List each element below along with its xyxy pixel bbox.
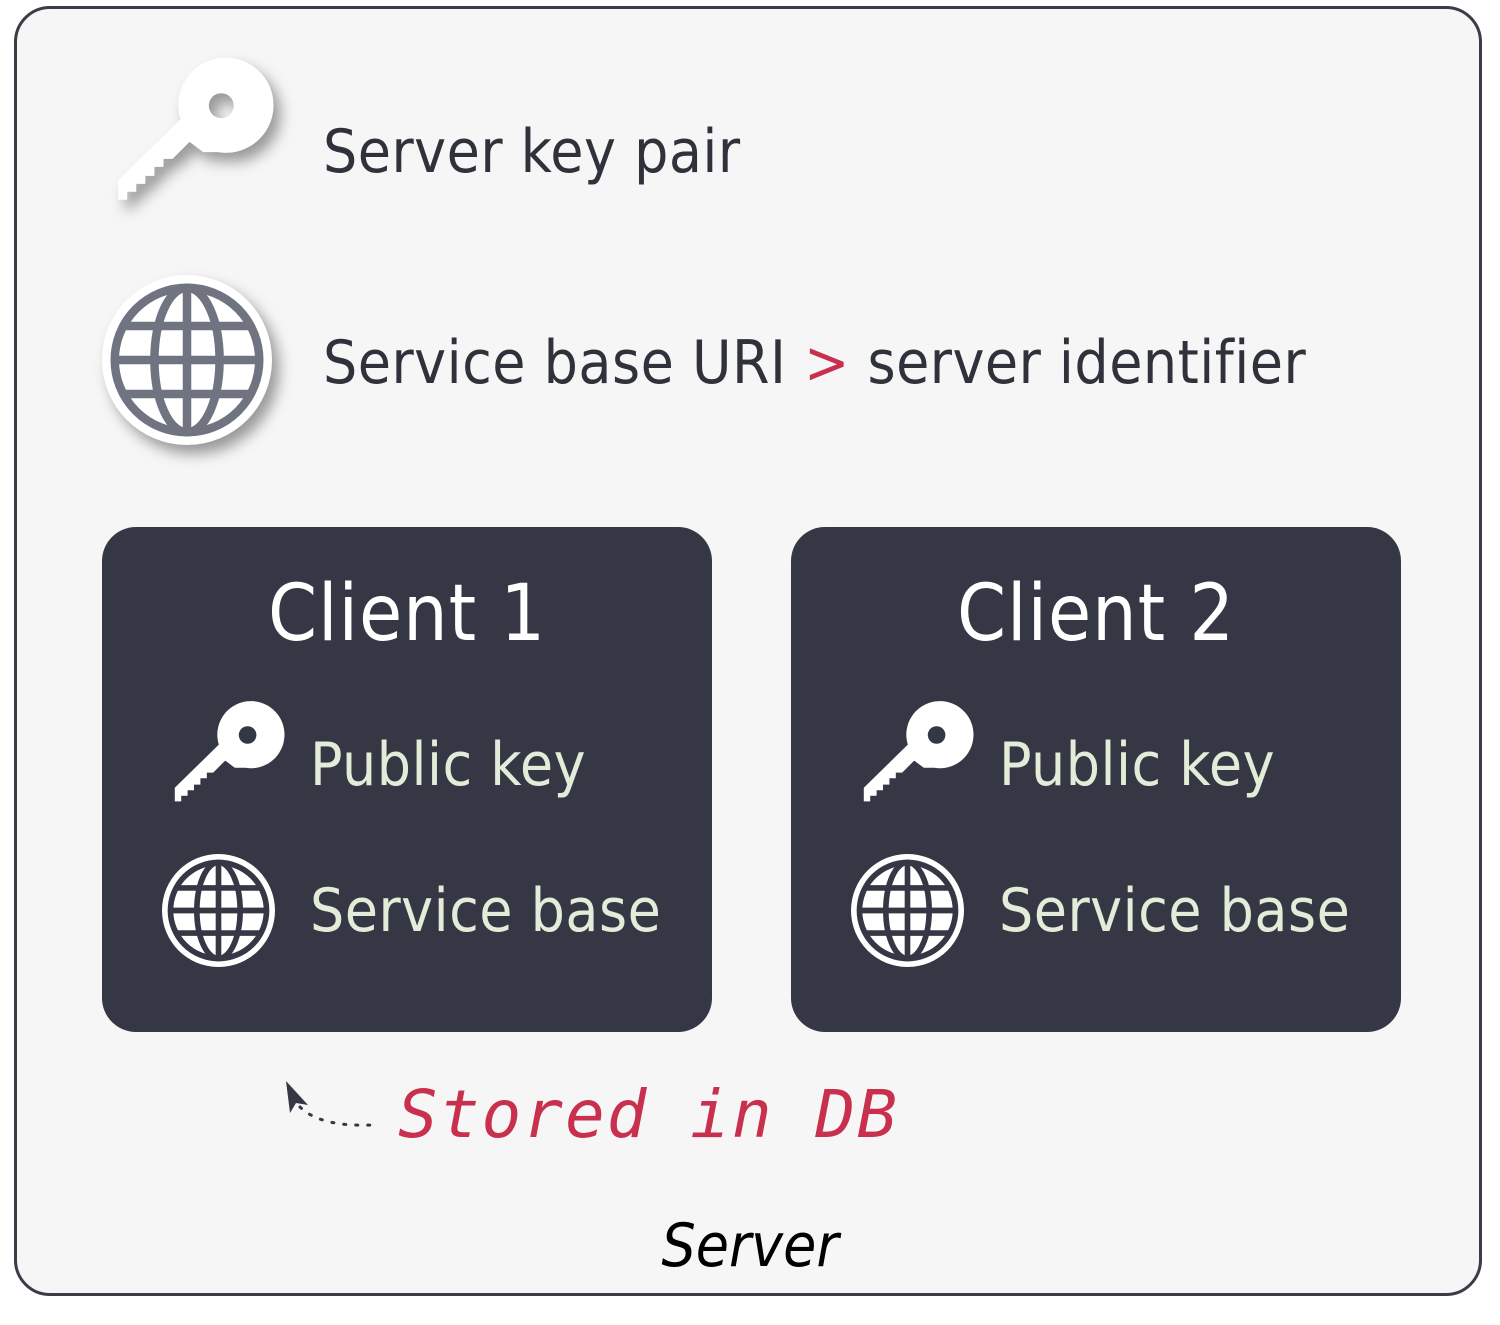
key-icon — [162, 701, 285, 827]
client-title: Client 1 — [267, 569, 547, 659]
server-caption: Server — [661, 1211, 839, 1281]
server-key-pair-text: Server key pair — [323, 117, 741, 187]
client-card-1: Client 1 Public key Service base — [102, 527, 712, 1032]
client-title: Client 2 — [956, 569, 1236, 659]
service-base-label: Service base — [310, 876, 662, 946]
public-key-label: Public key — [310, 730, 587, 800]
server-key-pair-label: Server key pair — [323, 122, 741, 182]
client-card-2: Client 2 Public key Service base — [791, 527, 1401, 1032]
key-icon — [100, 57, 274, 236]
globe-icon — [102, 275, 272, 445]
key-icon — [851, 701, 974, 827]
stored-in-db-note: Stored in DB — [398, 1076, 899, 1153]
service-base-label: Service base — [999, 876, 1351, 946]
dotted-arrow-icon — [286, 1081, 374, 1127]
arrow-indicator: > — [804, 328, 850, 398]
globe-icon — [162, 854, 275, 967]
public-key-label: Public key — [999, 730, 1276, 800]
globe-icon — [851, 854, 964, 967]
service-base-uri-label: Service base URI — [323, 328, 787, 398]
service-base-uri-row: Service base URI > server identifier — [323, 333, 1306, 393]
server-identifier-label: server identifier — [867, 328, 1307, 398]
